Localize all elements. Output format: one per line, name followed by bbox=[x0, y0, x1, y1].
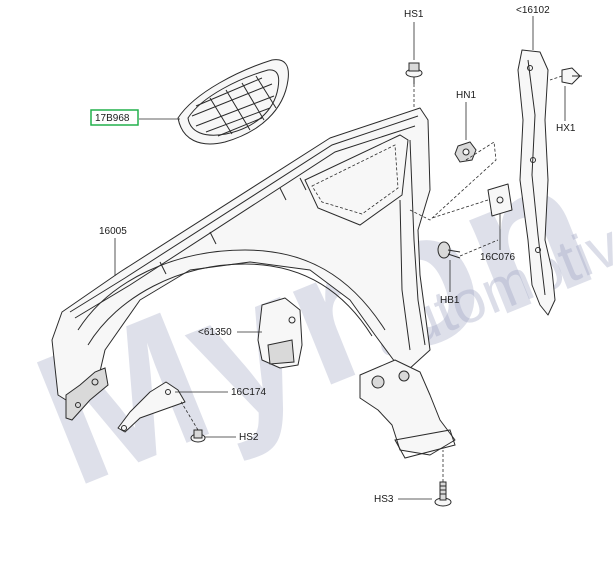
bracket-16c174 bbox=[117, 381, 186, 433]
screw-hs2 bbox=[190, 429, 206, 443]
label-hb1: HB1 bbox=[440, 295, 460, 306]
label-hn1: HN1 bbox=[456, 90, 476, 101]
fender-panel bbox=[51, 107, 431, 421]
clip-hx1 bbox=[561, 67, 582, 85]
callout-labels: HS1 <16102 17B968 HN1 HX1 16005 16C076 H… bbox=[90, 5, 576, 505]
screw-hs1 bbox=[405, 62, 423, 84]
side-bracket-16102 bbox=[517, 49, 556, 316]
label-hs2: HS2 bbox=[239, 432, 259, 443]
nut-hn1 bbox=[454, 141, 477, 163]
leader-lines bbox=[114, 16, 566, 500]
label-17b968: 17B968 bbox=[95, 113, 130, 124]
label-16c174: 16C174 bbox=[231, 387, 266, 398]
label-hs3: HS3 bbox=[374, 494, 394, 505]
plate-16c076 bbox=[487, 183, 513, 217]
screw-hs3 bbox=[434, 481, 452, 507]
lower-splash-bracket bbox=[359, 359, 456, 459]
label-hs1: HS1 bbox=[404, 9, 424, 20]
highlight-box-17b968 bbox=[90, 109, 139, 126]
label-hx1: HX1 bbox=[556, 123, 576, 134]
label-16005: 16005 bbox=[99, 226, 127, 237]
vent-grille bbox=[177, 59, 289, 145]
reinforcement-61350 bbox=[257, 297, 303, 369]
bolt-hb1 bbox=[437, 241, 461, 259]
label-61350: <61350 bbox=[198, 327, 232, 338]
assembly-lines bbox=[179, 75, 563, 482]
grille-mesh bbox=[191, 75, 277, 137]
label-16102: <16102 bbox=[516, 5, 550, 16]
label-16c076: 16C076 bbox=[480, 252, 515, 263]
